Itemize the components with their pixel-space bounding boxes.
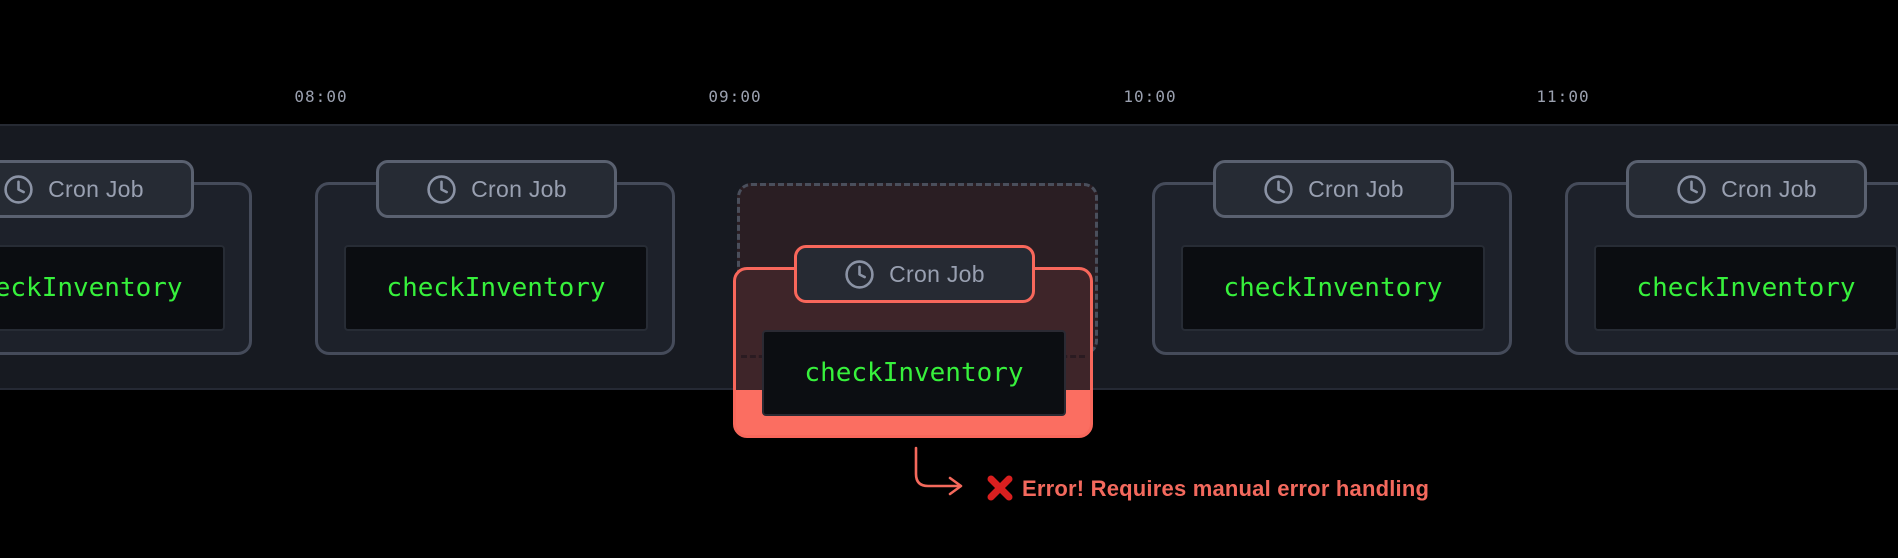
cron-job-badge: Cron Job bbox=[794, 245, 1035, 303]
function-label: checkInventory bbox=[1181, 245, 1485, 331]
cron-card-1000: Cron Job checkInventory bbox=[1152, 160, 1512, 355]
cron-job-badge: Cron Job bbox=[376, 160, 617, 218]
cron-card-0700: Cron Job checkInventory bbox=[0, 160, 252, 355]
clock-icon bbox=[845, 259, 874, 289]
badge-label: Cron Job bbox=[1721, 175, 1817, 202]
cron-job-badge: Cron Job bbox=[0, 160, 194, 218]
time-label-1000: 10:00 bbox=[1123, 87, 1177, 106]
function-label: checkInventory bbox=[344, 245, 648, 331]
time-label-0900: 09:00 bbox=[708, 87, 762, 106]
cron-card-0800: Cron Job checkInventory bbox=[315, 160, 675, 355]
badge-label: Cron Job bbox=[1308, 175, 1404, 202]
cross-mark-icon bbox=[987, 475, 1013, 501]
cron-card-0900-error: Cron Job checkInventory bbox=[733, 245, 1093, 438]
time-label-0800: 08:00 bbox=[294, 87, 348, 106]
clock-icon bbox=[427, 174, 456, 204]
error-connector-arrow bbox=[914, 446, 963, 496]
badge-label: Cron Job bbox=[889, 260, 985, 287]
function-label: checkInventory bbox=[0, 245, 225, 331]
cron-job-badge: Cron Job bbox=[1213, 160, 1454, 218]
clock-icon bbox=[4, 174, 33, 204]
function-label: checkInventory bbox=[762, 330, 1066, 416]
badge-label: Cron Job bbox=[48, 175, 144, 202]
clock-icon bbox=[1264, 174, 1293, 204]
cron-job-badge: Cron Job bbox=[1626, 160, 1867, 218]
time-label-1100: 11:00 bbox=[1536, 87, 1590, 106]
error-message: Error! Requires manual error handling bbox=[1022, 476, 1430, 501]
badge-label: Cron Job bbox=[471, 175, 567, 202]
cron-card-1100: Cron Job checkInventory bbox=[1565, 160, 1898, 355]
function-label: checkInventory bbox=[1594, 245, 1898, 331]
clock-icon bbox=[1677, 174, 1706, 204]
